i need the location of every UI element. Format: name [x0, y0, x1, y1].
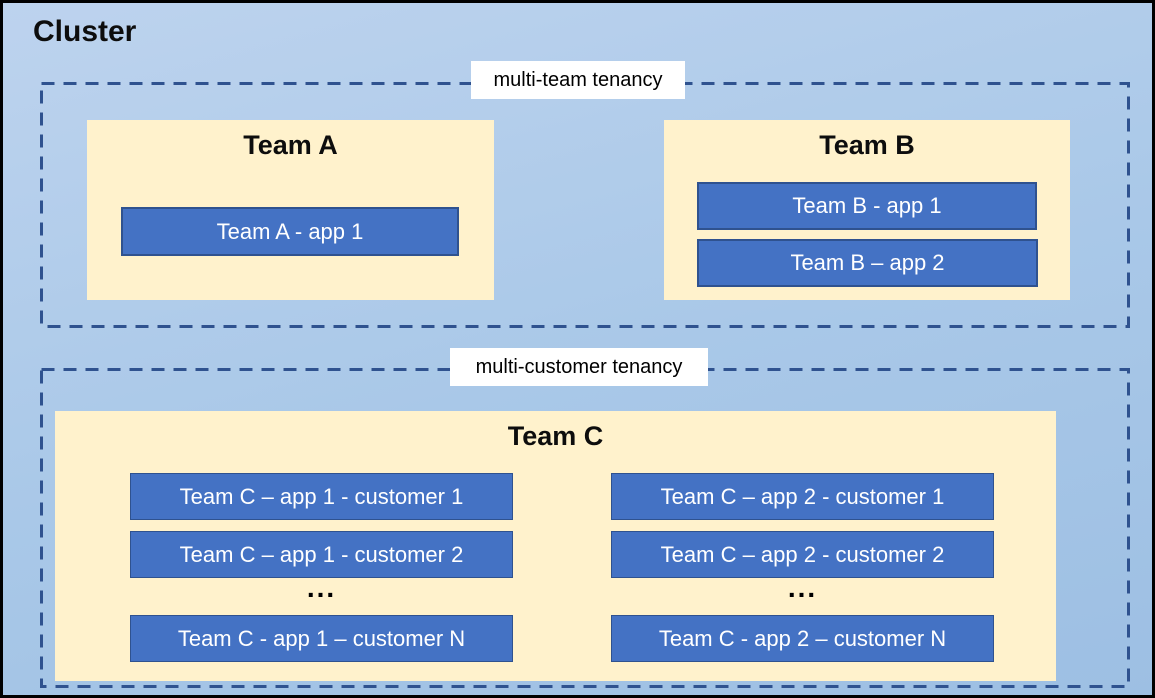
team-c-app1-ellipsis: ... [306, 572, 337, 603]
team-c-title: Team C [507, 421, 604, 451]
team-b-app-1: Team B - app 1 [697, 182, 1037, 230]
team-b-panel: Team B Team B - app 1 Team B – app 2 [664, 120, 1070, 300]
team-c-app2-customer1: Team C – app 2 - customer 1 [611, 473, 994, 520]
team-b-app-2: Team B – app 2 [697, 239, 1038, 287]
multi-team-tenancy-label: multi-team tenancy [471, 61, 685, 99]
team-c-panel: Team C Team C – app 1 - customer 1 Team … [55, 411, 1056, 681]
multi-customer-tenancy-label: multi-customer tenancy [450, 348, 708, 386]
team-c-app2-customer2: Team C – app 2 - customer 2 [611, 531, 994, 578]
team-a-panel: Team A Team A - app 1 [87, 120, 494, 300]
team-b-title: Team B [819, 130, 915, 160]
cluster-title: Cluster [33, 15, 137, 48]
dashed-border [40, 82, 1130, 328]
team-c-app2-customerN: Team C - app 2 – customer N [611, 615, 994, 662]
team-c-app2-ellipsis: ... [787, 572, 818, 603]
team-c-app1-customer2: Team C – app 1 - customer 2 [130, 531, 513, 578]
team-c-app1-customer1: Team C – app 1 - customer 1 [130, 473, 513, 520]
dashed-border [40, 368, 1130, 688]
team-a-title: Team A [243, 130, 338, 160]
multi-customer-tenancy-region [40, 368, 1130, 688]
multi-team-tenancy-region [40, 82, 1130, 328]
team-c-app1-customerN: Team C - app 1 – customer N [130, 615, 513, 662]
team-a-app-1: Team A - app 1 [121, 207, 459, 256]
